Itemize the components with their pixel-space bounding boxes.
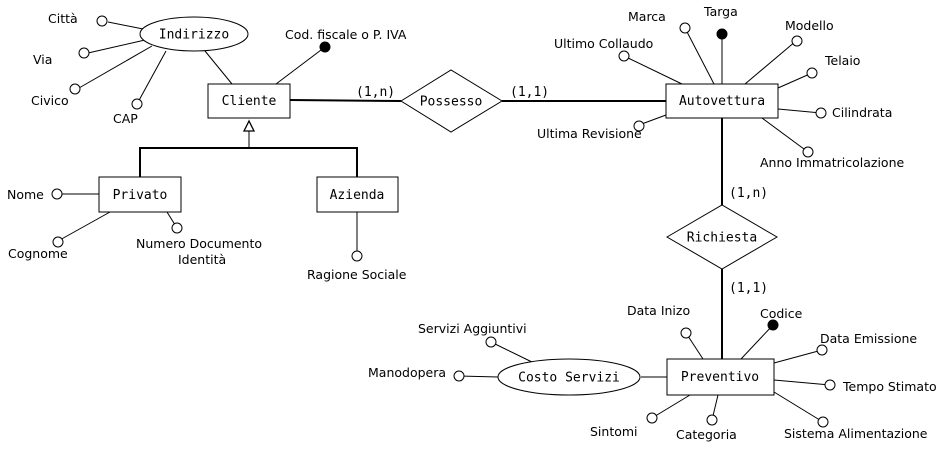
attr-telaio: Telaio — [824, 53, 860, 68]
attr-targa: Targa — [703, 4, 738, 19]
attr-numero-documento: Numero Documento — [136, 236, 262, 251]
attr-cilindrata: Cilindrata — [832, 105, 892, 120]
attr-cod-fiscale: Cod. fiscale o P. IVA — [285, 27, 407, 42]
attr-ultima-revisione: Ultima Revisione — [537, 126, 642, 141]
cardinality-autovettura-richiesta: (1,n) — [729, 186, 768, 201]
attr-ragione-sociale: Ragione Sociale — [307, 267, 407, 282]
indirizzo-label: Indirizzo — [159, 28, 229, 43]
cardinality-cliente-possesso: (1,n) — [356, 85, 395, 100]
attr-tempo-stimato: Tempo Stimato — [842, 379, 937, 394]
attr-data-inizio: Data Inizo — [627, 303, 690, 318]
entity-privato: Privato — [98, 176, 182, 213]
composite-attribute-indirizzo: Indirizzo — [139, 16, 249, 52]
attr-citta: Città — [48, 11, 78, 26]
attr-codice: Codice — [760, 306, 803, 321]
attr-manodopera: Manodopera — [368, 365, 446, 380]
preventivo-label: Preventivo — [681, 370, 759, 385]
autovettura-label: Autovettura — [679, 94, 765, 109]
entity-preventivo: Preventivo — [666, 358, 775, 396]
attr-ultimo-collaudo: Ultimo Collaudo — [554, 36, 653, 51]
attr-modello: Modello — [785, 18, 834, 33]
cliente-label: Cliente — [222, 94, 277, 109]
relationship-richiesta: Richiesta — [666, 204, 778, 270]
attr-sistema-alimentazione: Sistema Alimentazione — [784, 426, 928, 441]
attr-anno-immatricolazione: Anno Immatricolazione — [760, 155, 904, 170]
attr-servizi-aggiuntivi: Servizi Aggiuntivi — [418, 321, 527, 336]
connector-lines — [57, 21, 831, 423]
attribute-markers — [51, 15, 836, 428]
cardinality-preventivo-richiesta: (1,1) — [729, 281, 768, 296]
attr-data-emissione: Data Emissione — [820, 331, 917, 346]
attr-nome: Nome — [7, 187, 44, 202]
attr-civico: Civico — [31, 93, 69, 108]
attr-sintomi: Sintomi — [590, 424, 638, 439]
entity-autovettura: Autovettura — [665, 83, 779, 119]
attr-cognome: Cognome — [8, 246, 68, 261]
attr-numero-documento-2: Identità — [178, 252, 226, 267]
attr-cap: CAP — [113, 111, 138, 126]
cardinality-autovettura-possesso: (1,1) — [510, 85, 549, 100]
azienda-label: Azienda — [330, 188, 385, 203]
costo-servizi-label: Costo Servizi — [518, 371, 620, 386]
relationship-possesso: Possesso — [400, 69, 503, 133]
attr-via: Via — [33, 52, 52, 67]
attribute-labels: Città Via Civico CAP Cod. fiscale o P. I… — [7, 4, 937, 442]
composite-attribute-costo-servizi: Costo Servizi — [497, 358, 641, 396]
entity-cliente: Cliente — [207, 83, 291, 119]
richiesta-label: Richiesta — [687, 231, 757, 246]
attr-marca: Marca — [628, 9, 666, 24]
possesso-label: Possesso — [420, 95, 483, 110]
entity-azienda: Azienda — [316, 176, 399, 213]
attr-categoria: Categoria — [676, 427, 737, 442]
generalization-arrow — [242, 119, 256, 132]
privato-label: Privato — [113, 188, 168, 203]
